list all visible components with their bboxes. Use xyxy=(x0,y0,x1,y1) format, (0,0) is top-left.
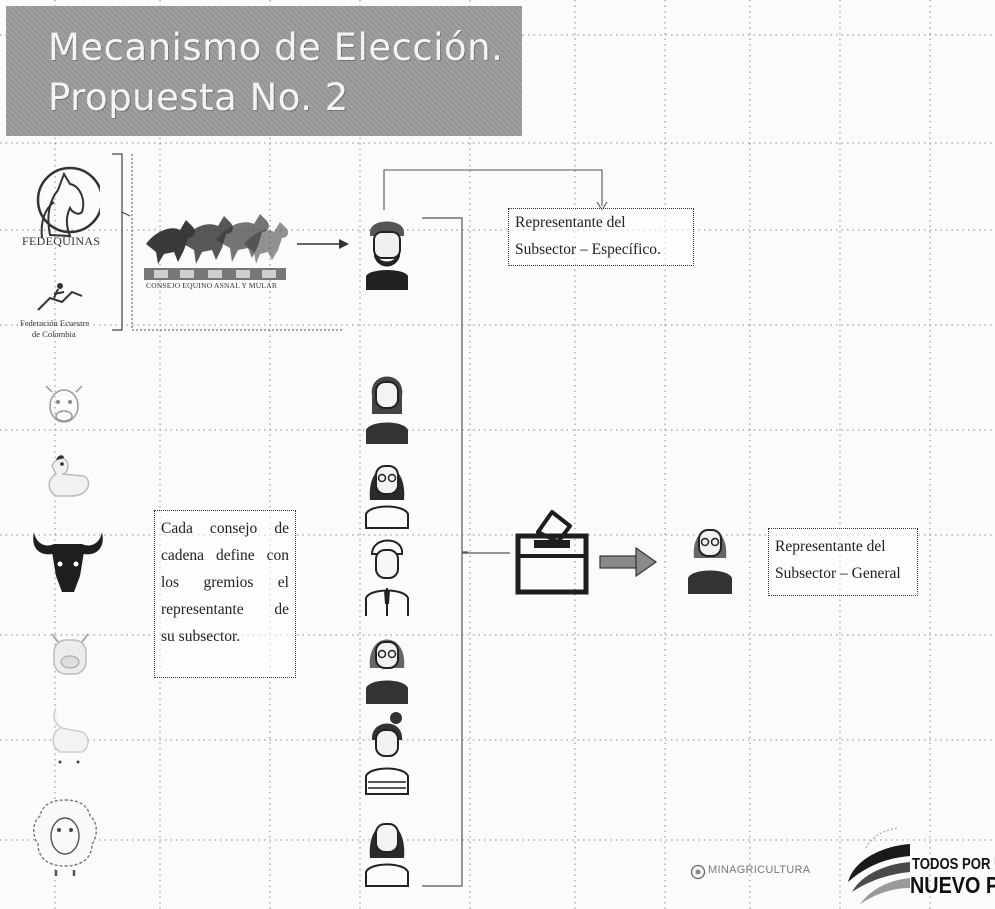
person-icon xyxy=(688,529,732,594)
pig-icon xyxy=(51,633,89,675)
horse-head-icon xyxy=(36,166,100,239)
person-icon xyxy=(365,465,409,529)
note-specific-line-2: Subsector – Específico. xyxy=(515,241,661,258)
person-icon xyxy=(365,712,409,795)
cedam-logo-text: CONSEJO EQUINO ASNAL Y MULAR xyxy=(146,281,278,290)
note-general-line-2: Subsector – General xyxy=(775,565,901,582)
ministry-seal-icon xyxy=(690,864,706,880)
ministry-logo-text: MINAGRICULTURA xyxy=(708,864,811,876)
right-arrow-icon xyxy=(599,546,658,578)
person-icon xyxy=(365,539,409,616)
federacion-line-2: de Colombia xyxy=(32,329,76,339)
sheep-icon xyxy=(33,799,97,876)
note-council-line: los gremios el xyxy=(161,574,289,591)
slogan-line-1: TODOS POR UN xyxy=(912,856,995,873)
note-specific-line-1: Representante del xyxy=(515,214,626,231)
note-council-line: Cada consejo de xyxy=(161,520,289,537)
ballot-box-icon xyxy=(515,510,589,595)
colombia-flag-swoosh-icon xyxy=(848,827,910,904)
person-icon xyxy=(366,639,408,704)
note-council-line: su subsector. xyxy=(161,628,241,645)
cedam-frame xyxy=(131,154,342,331)
title-banner: Mecanismo de Elección. Propuesta No. 2 xyxy=(6,6,522,136)
note-council: Cada consejo de cadena define con los gr… xyxy=(154,510,296,678)
buffalo-icon xyxy=(33,532,103,592)
right-arrow-icon xyxy=(297,239,349,249)
title-line-1: Mecanismo de Elección. xyxy=(48,26,504,69)
title-line-2: Propuesta No. 2 xyxy=(48,76,349,119)
persons-bracket xyxy=(422,217,468,887)
equestrian-rider-icon xyxy=(37,283,83,311)
bracket-to-ballot-line xyxy=(462,552,510,554)
slogan-line-2: NUEVO PAÍS xyxy=(910,872,995,898)
note-council-line: representante de xyxy=(161,601,289,618)
goat-icon xyxy=(52,707,89,764)
person-icon xyxy=(366,376,408,444)
horses-silhouette-icon xyxy=(144,214,289,280)
note-council-line: cadena define con xyxy=(161,547,289,564)
cow-face-icon xyxy=(45,385,83,423)
note-general-representative: Representante del Subsector – General xyxy=(768,528,918,596)
person-icon xyxy=(366,221,408,290)
note-specific-representative: Representante del Subsector – Específico… xyxy=(508,208,694,266)
chicken-icon xyxy=(48,455,90,497)
fedequinas-logo-text: FEDEQUINAS xyxy=(22,234,101,248)
federacion-line-1: Federación Ecuestre xyxy=(20,318,90,328)
logos-bracket xyxy=(112,153,131,331)
top-connector-line xyxy=(383,169,608,212)
person-icon xyxy=(365,823,409,887)
note-general-line-1: Representante del xyxy=(775,538,886,555)
